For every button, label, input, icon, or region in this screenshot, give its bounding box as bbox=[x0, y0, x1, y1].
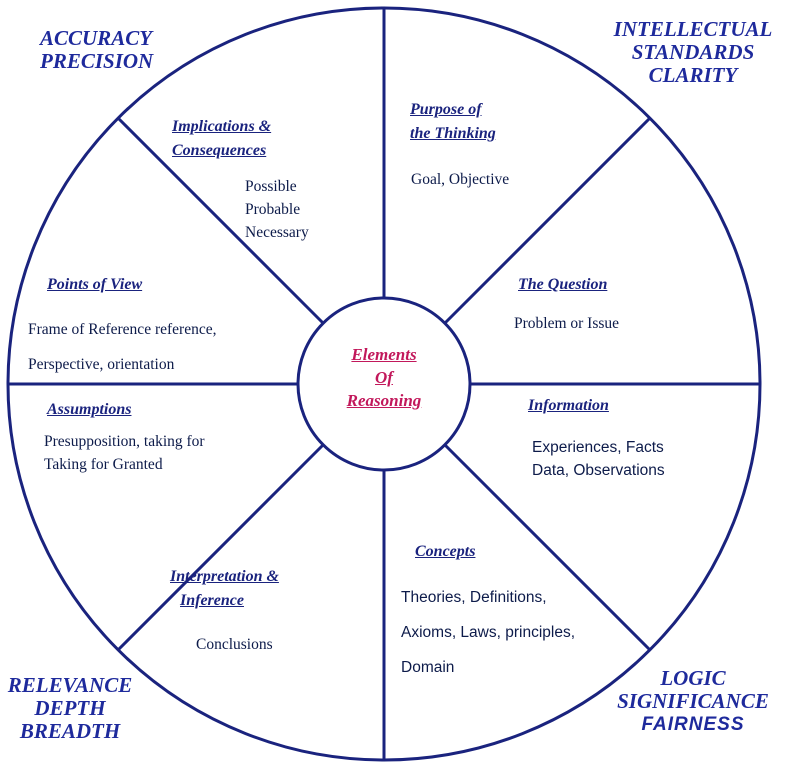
concepts-body-line1: Theories, Definitions, bbox=[401, 589, 547, 606]
implications-heading-line1: Implications & bbox=[172, 118, 272, 135]
spoke-bottom-right bbox=[443, 443, 652, 652]
corner-bottom-left-line1: RELEVANCE bbox=[7, 673, 133, 697]
purpose-heading-line1: Purpose of bbox=[410, 101, 482, 118]
corner-top-right-line2: STANDARDS bbox=[631, 40, 755, 64]
interpretation-body: Conclusions bbox=[196, 636, 273, 653]
assumptions-body: Presupposition, taking for Taking for Gr… bbox=[44, 430, 205, 476]
concepts-body-line2: Axioms, Laws, principles, bbox=[401, 624, 576, 641]
purpose-heading: Purpose of the Thinking bbox=[410, 98, 496, 146]
corner-bottom-left: RELEVANCE DEPTH BREADTH bbox=[0, 674, 140, 743]
interpretation-heading-line2: Inference bbox=[180, 592, 244, 609]
corner-top-left: ACCURACY PRECISION bbox=[40, 27, 153, 73]
corner-top-left-line2: PRECISION bbox=[40, 49, 154, 73]
question-body: Problem or Issue bbox=[514, 315, 620, 332]
center-circle bbox=[296, 296, 472, 472]
points-of-view-heading: Points of View bbox=[47, 276, 143, 293]
center-title: Elements Of Reasoning bbox=[324, 343, 444, 412]
purpose-body: Goal, Objective bbox=[411, 171, 510, 188]
points-of-view-body-line2: Perspective, orientation bbox=[28, 356, 175, 373]
assumptions-body-line2: Taking for Granted bbox=[44, 456, 163, 473]
purpose-heading-line2: the Thinking bbox=[410, 125, 496, 142]
information-body-line1: Experiences, Facts bbox=[532, 439, 664, 456]
center-title-line3: Reasoning bbox=[346, 391, 422, 410]
question-heading: The Question bbox=[518, 276, 608, 293]
implications-body-line1: Possible bbox=[245, 178, 297, 195]
implications-body: Possible Probable Necessary bbox=[245, 175, 309, 244]
spoke-top-left bbox=[116, 116, 325, 325]
corner-bottom-left-line2: DEPTH bbox=[34, 696, 106, 720]
concepts-body-line3: Domain bbox=[401, 659, 455, 676]
points-of-view-body: Frame of Reference reference, Perspectiv… bbox=[28, 312, 216, 382]
interpretation-heading-line1: Interpretation & bbox=[170, 568, 279, 585]
corner-bottom-right-line1: LOGIC bbox=[660, 666, 726, 690]
center-title-line2: Of bbox=[375, 368, 393, 387]
implications-heading-line2: Consequences bbox=[172, 142, 267, 159]
assumptions-body-line1: Presupposition, taking for bbox=[44, 433, 205, 450]
interpretation-heading: Interpretation & Inference bbox=[170, 565, 279, 613]
implications-body-line3: Necessary bbox=[245, 224, 309, 241]
corner-top-left-line1: ACCURACY bbox=[40, 26, 153, 50]
center-title-line1: Elements bbox=[351, 345, 417, 364]
corner-top-right-line1: INTELLECTUAL bbox=[613, 17, 773, 41]
concepts-body: Theories, Definitions, Axioms, Laws, pri… bbox=[401, 580, 575, 685]
spoke-top-right bbox=[443, 116, 652, 325]
points-of-view-body-line1: Frame of Reference reference, bbox=[28, 321, 217, 338]
corner-bottom-right-line3: FAIRNESS bbox=[641, 714, 745, 735]
implications-body-line2: Probable bbox=[245, 201, 301, 218]
information-heading: Information bbox=[528, 397, 609, 414]
corner-top-right-line3: CLARITY bbox=[648, 63, 738, 87]
implications-heading: Implications & Consequences bbox=[172, 115, 271, 163]
corner-top-right: INTELLECTUAL STANDARDS CLARITY bbox=[608, 18, 778, 87]
corner-bottom-right: LOGIC SIGNIFICANCE FAIRNESS bbox=[608, 667, 778, 736]
spoke-bottom-left bbox=[116, 443, 325, 652]
information-body-line2: Data, Observations bbox=[532, 462, 665, 479]
corner-bottom-right-line2: SIGNIFICANCE bbox=[617, 689, 769, 713]
assumptions-heading: Assumptions bbox=[47, 401, 132, 418]
information-body: Experiences, Facts Data, Observations bbox=[532, 436, 665, 482]
concepts-heading: Concepts bbox=[415, 543, 476, 560]
corner-bottom-left-line3: BREADTH bbox=[19, 719, 121, 743]
